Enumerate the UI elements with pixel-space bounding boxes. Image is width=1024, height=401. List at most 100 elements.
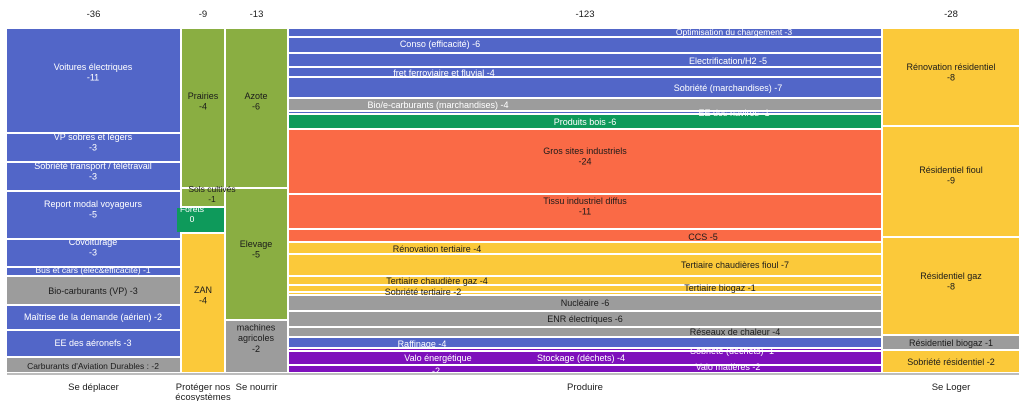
cell-value (289, 366, 881, 372)
cell-maitrise-de-la-demande-aerien (7, 306, 180, 329)
cell-tertiaire-chaudieres-fioul (289, 255, 881, 275)
label-sobriete-dechets: Sobriété (déchets) -1 (690, 346, 774, 356)
label-sobriete-tertiaire: Sobriété tertiaire -2 (385, 287, 462, 297)
column-name-se-loger: Se Loger (932, 382, 971, 393)
label-bio-e-carburants-marchandises: Bio/e-carburants (marchandises) -4 (367, 100, 508, 110)
column-name-proteger-nos-ecosystemes-line-1: Protéger nos (176, 382, 231, 393)
label-tertiaire-biogaz: Tertiaire biogaz -1 (684, 283, 756, 293)
column-total-se-deplacer: -36 (87, 9, 101, 20)
cell-residentiel-gaz (883, 238, 1019, 334)
column-totals: -36 -9 -13 -123 -28 (87, 9, 958, 20)
cell-prairies (182, 29, 224, 187)
cell-reseaux-de-chaleur (289, 328, 881, 336)
label-gros-sites-industriels-line-1: Gros sites industriels (543, 146, 627, 156)
cell-elevage (226, 189, 287, 319)
label-zan-line-1: ZAN (194, 285, 212, 295)
label-machines-agricoles-line-1: machines (237, 322, 276, 332)
cell-nucleaire (289, 296, 881, 310)
label-residentiel-fioul-line-1: Résidentiel fioul (919, 165, 983, 175)
cell-forets (177, 208, 224, 232)
label-sols-cultives-line-2: -1 (208, 194, 216, 204)
chart-cells (7, 29, 1019, 372)
label-stockage-dechets: Stockage (déchets) -4 (537, 353, 625, 363)
cell-sobriete-dechets (289, 349, 881, 350)
label-covoiturage-line-2: -3 (89, 248, 97, 258)
label-residentiel-gaz-line-2: -8 (947, 282, 955, 292)
label-sobriete-transport-teletravail-line-2: -3 (89, 172, 97, 182)
label-report-modal-voyageurs-line-2: -5 (89, 210, 97, 220)
label-carburants-d-aviation-durables: Carburants d'Aviation Durables : -2 (27, 361, 159, 371)
label-nucleaire: Nucléaire -6 (561, 298, 610, 308)
column-total-se-loger: -28 (944, 9, 958, 20)
cell-sobriete-marchandises (289, 78, 881, 97)
cell-raffinage (289, 338, 881, 347)
label-enr-electriques: ENR électriques -6 (547, 314, 623, 324)
label-renovation-residentiel-line-2: -8 (947, 73, 955, 83)
cell-carburants-d-aviation-durables (7, 358, 180, 372)
column-name-proteger-nos-ecosystemes-line-2: écosystèmes (175, 392, 231, 401)
cell-optimisation-du-chargement (289, 29, 881, 36)
label-conso-efficacite: Conso (efficacité) -6 (400, 39, 480, 49)
label-prairies-line-1: Prairies (188, 91, 219, 101)
label-elevage-line-2: -5 (252, 250, 260, 260)
label-azote-line-1: Azote (244, 91, 267, 101)
label-ee-des-aeronefs: EE des aéronefs -3 (54, 338, 131, 348)
label-tissu-industriel-diffus-line-2: -11 (579, 207, 591, 217)
cell-sobriete-transport-teletravail (7, 163, 180, 190)
cell-voitures-electriques (7, 29, 180, 132)
cell-bus-et-cars-elec-efficacite (7, 268, 180, 275)
label-fret-ferroviaire-et-fluvial: fret ferroviaire et fluvial -4 (393, 68, 495, 78)
label-machines-agricoles-line-3: -2 (252, 344, 260, 354)
label-voitures-electriques-line-2: -11 (87, 73, 99, 83)
cell-tertiaire-biogaz (289, 293, 881, 294)
label-renovation-tertiaire: Rénovation tertiaire -4 (393, 244, 482, 254)
label-optimisation-du-chargement: Optimisation du chargement -3 (676, 27, 792, 37)
label-produits-bois: Produits bois -6 (554, 117, 617, 127)
label-sobriete-transport-teletravail-line-1: Sobriété transport / télétravail (34, 161, 152, 171)
cell-conso-efficacite (289, 38, 881, 52)
cell-renovation-tertiaire (289, 243, 881, 253)
label-report-modal-voyageurs-line-1: Report modal voyageurs (44, 199, 143, 209)
label-elevage-line-1: Elevage (240, 239, 273, 249)
cell-enr-electriques (289, 312, 881, 326)
column-total-proteger-nos-ecosystemes: -9 (199, 9, 207, 20)
cell-ee-des-aeronefs (7, 331, 180, 356)
label-tissu-industriel-diffus-line-1: Tissu industriel diffus (543, 196, 627, 206)
cell-tertiaire-chaudiere-gaz (289, 277, 881, 284)
cell-renovation-residentiel (883, 29, 1019, 125)
cell-bio-carburants-vp (7, 277, 180, 304)
column-total-se-nourrir: -13 (250, 9, 264, 20)
label-sobriete-residentiel: Sobriété résidentiel -2 (907, 357, 995, 367)
cell-ccs (289, 230, 881, 241)
label-sobriete-marchandises: Sobriété (marchandises) -7 (674, 83, 783, 93)
cell-sobriete-residentiel (883, 351, 1019, 372)
cell-machines-agricoles (226, 321, 287, 372)
label-sols-cultives-line-1: Sols cultivés (188, 184, 235, 194)
label-covoiturage-line-1: Covoiturage (69, 237, 118, 247)
label-machines-agricoles-line-2: agricoles (238, 333, 275, 343)
label-tertiaire-chaudiere-gaz: Tertiaire chaudière gaz -4 (386, 276, 488, 286)
label-vp-sobres-et-legers-line-2: -3 (89, 143, 97, 153)
label-tertiaire-chaudieres-fioul: Tertiaire chaudières fioul -7 (681, 260, 789, 270)
label-forets-line-1: Forêts (180, 204, 204, 214)
label-maitrise-de-la-demande-aerien: Maîtrise de la demande (aérien) -2 (24, 312, 162, 322)
cell-electrification-h2 (289, 54, 881, 66)
cell-covoiturage (7, 240, 180, 266)
column-name-se-nourrir: Se nourrir (236, 382, 278, 393)
cell-azote (226, 29, 287, 187)
label-electrification-h2: Electrification/H2 -5 (689, 56, 767, 66)
label-forets-line-2: 0 (190, 214, 195, 224)
cell-bio-e-carburants-marchandises (289, 99, 881, 110)
cell-stockage-dechets (289, 352, 881, 364)
cell-vp-sobres-et-legers (7, 134, 180, 161)
cell-fret-ferroviaire-et-fluvial (289, 68, 881, 76)
cell-gros-sites-industriels (289, 130, 881, 193)
label-valo-matieres: Valo matières -2 (696, 362, 761, 372)
label-gros-sites-industriels-line-2: -24 (578, 157, 591, 167)
cell-report-modal-voyageurs (7, 192, 180, 238)
column-total-produire: -123 (575, 9, 594, 20)
label-renovation-residentiel-line-1: Rénovation résidentiel (906, 62, 995, 72)
label-ccs: CCS -5 (688, 232, 718, 242)
